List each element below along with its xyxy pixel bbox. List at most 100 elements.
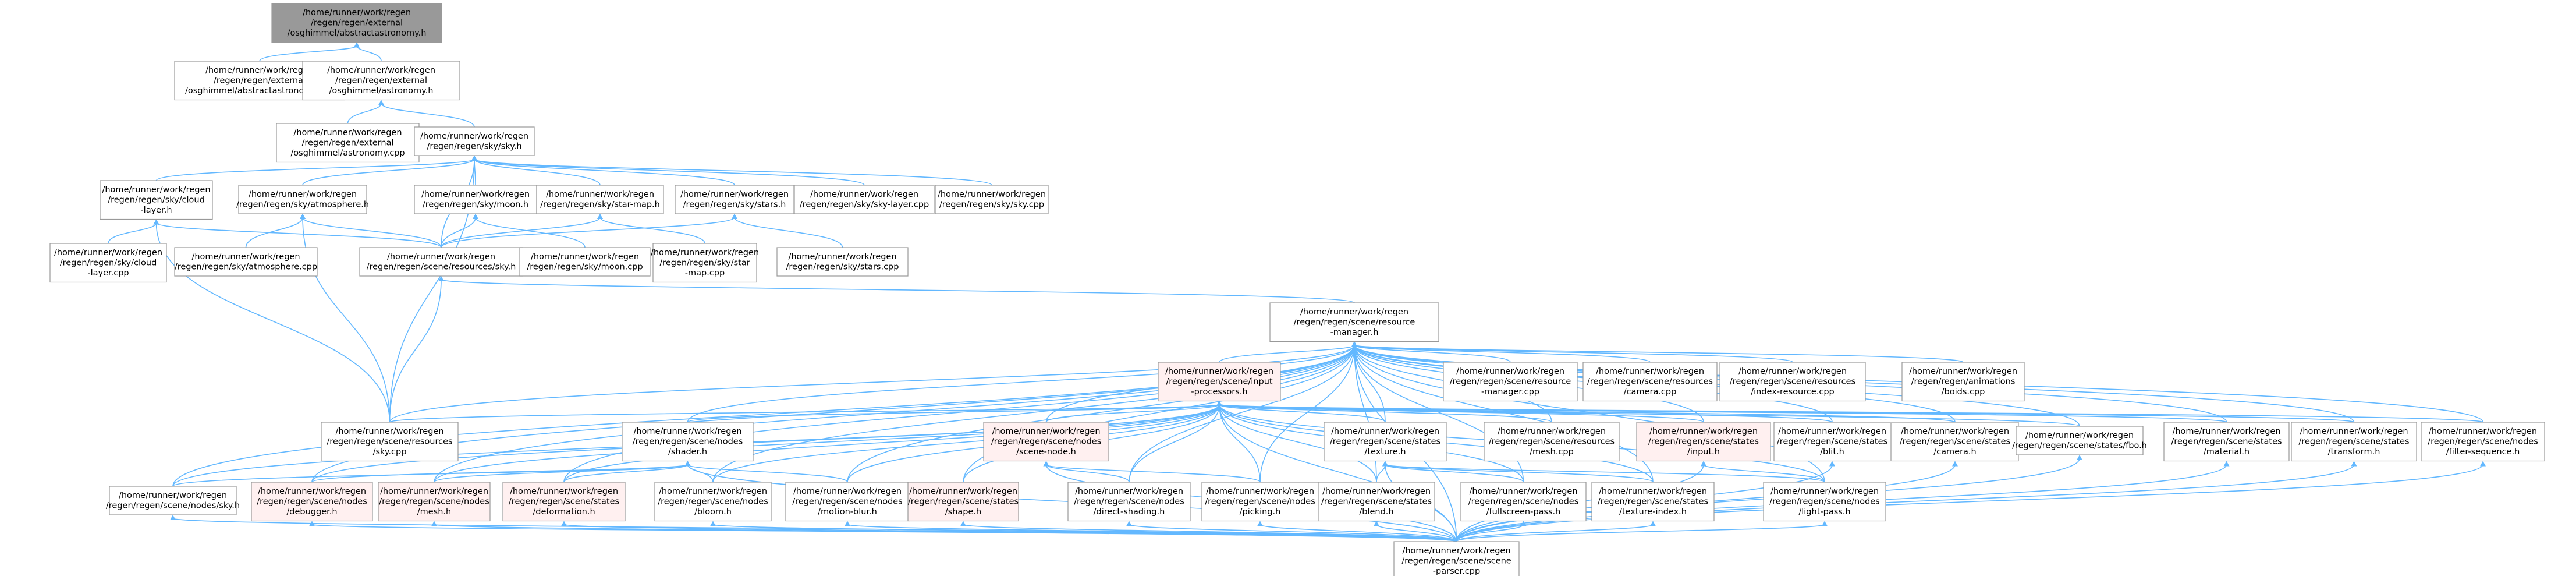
- node-n34[interactable]: /home/runner/work/regen/regen/regen/scen…: [2291, 422, 2417, 462]
- node-label-line: /osghimmel/astronomy.cpp: [290, 149, 405, 158]
- node-n20[interactable]: /home/runner/work/regen/regen/regen/scen…: [1443, 362, 1578, 402]
- node-n21[interactable]: /home/runner/work/regen/regen/regen/scen…: [1582, 362, 1718, 402]
- node-n24[interactable]: /home/runner/work/regen/regen/regen/scen…: [321, 422, 459, 462]
- node-n22[interactable]: /home/runner/work/regen/regen/regen/scen…: [1719, 362, 1866, 402]
- node-label-line: /home/runner/work/regen: [303, 8, 411, 17]
- node-label-line: /shader.h: [668, 447, 707, 457]
- edge-arrowhead: [354, 42, 360, 48]
- node-label-line: /home/runner/work/regen: [327, 66, 435, 75]
- node-label-line: /regen/regen/scene/nodes/sky.h: [106, 501, 240, 511]
- node-n3[interactable]: /home/runner/work/regen/regen/regen/exte…: [276, 123, 420, 163]
- edge-n18-n43: [1129, 345, 1355, 483]
- node-label-line: /regen/regen/scene/states: [2171, 437, 2282, 447]
- node-n29[interactable]: /home/runner/work/regen/regen/regen/scen…: [1636, 422, 1771, 462]
- node-n47[interactable]: /home/runner/work/regen/regen/regen/scen…: [1591, 482, 1715, 522]
- node-n19[interactable]: /home/runner/work/regen/regen/regen/scen…: [1158, 362, 1281, 402]
- node-label-line: /texture-index.h: [1619, 507, 1687, 517]
- node-n33[interactable]: /home/runner/work/regen/regen/regen/scen…: [2163, 422, 2290, 462]
- edge-arrowhead: [561, 521, 567, 526]
- node-box: [776, 247, 909, 277]
- node-label-line: /mesh.cpp: [1530, 447, 1574, 457]
- edge-arrowhead: [1382, 461, 1388, 467]
- node-n43[interactable]: /home/runner/work/regen/regen/regen/scen…: [1067, 482, 1191, 522]
- node-n8[interactable]: /home/runner/work/regen/regen/regen/sky/…: [536, 185, 664, 214]
- edge-n6-n13: [245, 217, 303, 248]
- node-n6[interactable]: /home/runner/work/regen/regen/regen/sky/…: [236, 185, 369, 214]
- node-n5[interactable]: /home/runner/work/regen/regen/regen/sky/…: [100, 180, 213, 220]
- node-n28[interactable]: /home/runner/work/regen/regen/regen/scen…: [1484, 422, 1620, 462]
- edge-arrowhead: [378, 100, 384, 105]
- node-n15[interactable]: /home/runner/work/regen/regen/regen/sky/…: [519, 247, 651, 277]
- node-label-line: /osghimmel/abstractastronomy.cpp: [185, 86, 334, 96]
- node-n42[interactable]: /home/runner/work/regen/regen/regen/scen…: [907, 482, 1019, 522]
- edge-n19-n38: [434, 404, 1220, 483]
- node-n16[interactable]: /home/runner/work/regen/regen/regen/sky/…: [651, 243, 759, 283]
- node-n12[interactable]: /home/runner/work/regen/regen/regen/sky/…: [49, 243, 167, 283]
- node-n36[interactable]: /home/runner/work/regen/regen/regen/scen…: [106, 486, 240, 515]
- edge-n26-n43: [1045, 464, 1130, 483]
- edge-arrowhead: [845, 521, 850, 526]
- edge-n2-n3: [347, 103, 382, 124]
- edge-arrowhead: [960, 521, 966, 526]
- node-n2[interactable]: /home/runner/work/regen/regen/regen/exte…: [302, 61, 460, 101]
- edge-n0-n1: [259, 45, 357, 62]
- node-label-line: /regen/regen/sky/sky-layer.cpp: [800, 200, 929, 210]
- node-box: [1591, 482, 1715, 522]
- node-n46[interactable]: /home/runner/work/regen/regen/regen/scen…: [1460, 482, 1587, 522]
- node-n10[interactable]: /home/runner/work/regen/regen/regen/sky/…: [794, 185, 935, 214]
- node-n0[interactable]: /home/runner/work/regen/regen/regen/exte…: [271, 3, 442, 43]
- node-n17[interactable]: /home/runner/work/regen/regen/regen/sky/…: [776, 247, 909, 277]
- node-n35[interactable]: /home/runner/work/regen/regen/regen/scen…: [2421, 422, 2545, 462]
- edge-arrowhead: [1043, 461, 1049, 467]
- node-n44[interactable]: /home/runner/work/regen/regen/regen/scen…: [1201, 482, 1319, 522]
- node-label-line: /debugger.h: [286, 507, 337, 517]
- node-n7[interactable]: /home/runner/work/regen/regen/regen/sky/…: [414, 185, 537, 214]
- edge-n27-n45: [1376, 464, 1386, 483]
- edge-arrowhead: [473, 214, 478, 219]
- edge-n19-n28: [1219, 404, 1552, 423]
- node-label-line: /blit.h: [1820, 447, 1844, 457]
- node-n11[interactable]: /home/runner/work/regen/regen/regen/sky/…: [935, 185, 1049, 214]
- node-n41[interactable]: /home/runner/work/regen/regen/regen/scen…: [785, 482, 910, 522]
- edge-n14-n18: [441, 279, 1355, 303]
- node-box: [49, 243, 167, 283]
- edge-arrowhead: [1351, 341, 1357, 347]
- node-label-line: /shape.h: [945, 507, 981, 517]
- node-n38[interactable]: /home/runner/work/regen/regen/regen/scen…: [378, 482, 491, 522]
- node-label-line: /home/runner/work/regen: [1456, 367, 1564, 376]
- node-label-line: /regen/regen/sky/star-map.h: [540, 200, 660, 210]
- node-label-line: /regen/regen/scene/nodes: [633, 437, 743, 447]
- node-n32[interactable]: /home/runner/work/regen/regen/regen/scen…: [2012, 426, 2147, 455]
- node-n4[interactable]: /home/runner/work/regen/regen/regen/sky/…: [414, 126, 535, 156]
- edge-n42-n49: [963, 524, 1457, 542]
- node-n45[interactable]: /home/runner/work/regen/regen/regen/scen…: [1318, 482, 1435, 522]
- node-n26[interactable]: /home/runner/work/regen/regen/regen/scen…: [983, 422, 1109, 462]
- node-label-line: /osghimmel/abstractastronomy.h: [288, 29, 427, 38]
- node-n48[interactable]: /home/runner/work/regen/regen/regen/scen…: [1763, 482, 1886, 522]
- node-label-line: /index-resource.cpp: [1751, 387, 1835, 397]
- node-label-line: /regen/regen/sky/stars.cpp: [786, 263, 899, 272]
- node-label-line: /home/runner/work/regen: [1300, 308, 1408, 317]
- node-n40[interactable]: /home/runner/work/regen/regen/regen/scen…: [654, 482, 772, 522]
- node-n14[interactable]: /home/runner/work/regen/regen/regen/scen…: [359, 247, 523, 277]
- node-n37[interactable]: /home/runner/work/regen/regen/regen/scen…: [251, 482, 373, 522]
- edge-n29-n48: [1703, 464, 1825, 483]
- node-box: [109, 486, 237, 515]
- node-n30[interactable]: /home/runner/work/regen/regen/regen/scen…: [1773, 422, 1891, 462]
- node-n49[interactable]: /home/runner/work/regen/regen/regen/scen…: [1393, 541, 1520, 576]
- node-n27[interactable]: /home/runner/work/regen/regen/regen/scen…: [1324, 422, 1447, 462]
- node-n23[interactable]: /home/runner/work/regen/regen/regen/anim…: [1901, 362, 2025, 402]
- edge-arrowhead: [438, 276, 444, 281]
- node-box: [2421, 422, 2545, 462]
- node-label-line: /regen/regen/scene/states: [1900, 437, 2010, 447]
- node-n25[interactable]: /home/runner/work/regen/regen/regen/scen…: [622, 422, 754, 462]
- node-n39[interactable]: /home/runner/work/regen/regen/regen/scen…: [502, 482, 626, 522]
- node-label-line: /home/runner/work/regen: [2025, 431, 2134, 440]
- node-label-line: /home/runner/work/regen: [909, 487, 1017, 496]
- node-label-line: /home/runner/work/regen: [387, 252, 495, 262]
- node-n13[interactable]: /home/runner/work/regen/regen/regen/sky/…: [174, 247, 318, 277]
- node-n9[interactable]: /home/runner/work/regen/regen/regen/sky/…: [675, 185, 794, 214]
- node-n18[interactable]: /home/runner/work/regen/regen/regen/scen…: [1269, 302, 1439, 342]
- edge-n25-n39: [563, 464, 689, 483]
- node-n31[interactable]: /home/runner/work/regen/regen/regen/scen…: [1891, 422, 2019, 462]
